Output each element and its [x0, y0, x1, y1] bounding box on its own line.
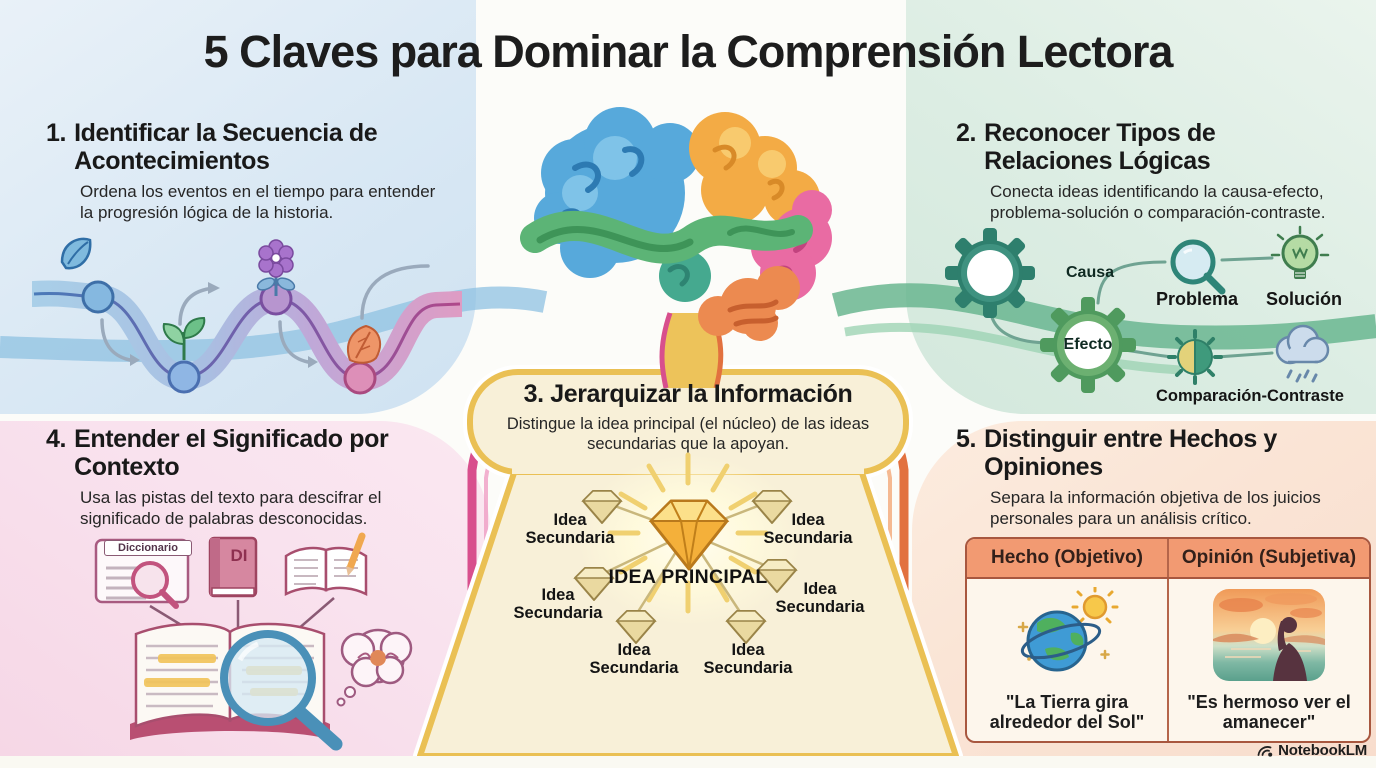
table-header-hecho: Hecho (Objetivo) [967, 539, 1169, 577]
gear-causa-icon [945, 228, 1035, 318]
section-facts: 5. Distinguir entre Hechos y Opiniones S… [956, 425, 1370, 529]
main-idea-label: IDEA PRINCIPAL [608, 566, 768, 588]
autumn-leaf-icon [347, 324, 382, 364]
leaf-icon [60, 237, 92, 270]
section-heading: Identificar la Secuencia de Acontecimien… [74, 119, 378, 175]
secondary-idea-label: Idea Secundaria [513, 586, 603, 623]
fact-example: "La Tierra gira alrededor del Sol" [989, 691, 1145, 732]
notebooklm-logo-icon [1257, 746, 1273, 757]
bottom-divider [0, 756, 1376, 768]
gear-causa-label: Causa [1065, 264, 1115, 281]
magnifier-icon [1170, 239, 1226, 295]
section-number: 4. [46, 425, 67, 453]
secondary-idea-label: Idea Secundaria [589, 641, 679, 678]
flower-icon [256, 239, 296, 296]
section-number: 3. [523, 380, 544, 408]
problema-label: Problema [1155, 289, 1239, 309]
comparacion-label: Comparación-Contraste [1156, 387, 1344, 405]
page-title: 5 Claves para Dominar la Comprensión Lec… [203, 26, 1174, 77]
secondary-idea-label: Idea Secundaria [775, 580, 865, 617]
gear-efecto-label: Efecto [1063, 336, 1113, 353]
solucion-label: Solución [1266, 289, 1342, 309]
diamond-icon [756, 559, 798, 593]
opinion-example: "Es hermoso ver el amanecer" [1187, 691, 1351, 732]
footer-brand: NotebookLM [1256, 742, 1367, 759]
section-hierarchy: 3. Jerarquizar la Información Distingue … [488, 380, 888, 455]
gear-efecto-icon [1040, 297, 1136, 393]
fact-opinion-table: Hecho (Objetivo) Opinión (Subjetiva) [965, 537, 1371, 743]
table-header-opinion: Opinión (Subjetiva) [1181, 547, 1357, 568]
table-body-row: "La Tierra gira alrededor del Sol" [967, 579, 1369, 741]
table-header-row: Hecho (Objetivo) Opinión (Subjetiva) [967, 539, 1369, 579]
timeline-path-icon [32, 237, 462, 395]
open-book-magnifier-icon [130, 622, 343, 751]
section-body: Conecta ideas identificando la causa-efe… [990, 182, 1326, 222]
section-logic: 2. Reconocer Tipos de Relaciones Lógicas… [956, 119, 1356, 223]
diamond-icon [751, 490, 793, 524]
open-book-pencil-icon [284, 532, 368, 597]
table-cell-hecho: "La Tierra gira alrededor del Sol" [967, 579, 1169, 741]
secondary-idea-label: Idea Secundaria [525, 511, 615, 548]
earth-orbit-icon [1017, 587, 1119, 672]
section-sequence: 1. Identificar la Secuencia de Acontecim… [46, 119, 435, 223]
diamond-icon [648, 499, 730, 571]
section-context: 4. Entender el Significado por Contexto … [46, 425, 456, 529]
rain-cloud-icon [1275, 324, 1330, 383]
section-number: 5. [956, 425, 977, 453]
section-body: Ordena los eventos en el tiempo para ent… [80, 182, 436, 222]
section-body: Usa las pistas del texto para descifrar … [80, 488, 382, 528]
secondary-idea-label: Idea Secundaria [703, 641, 793, 678]
diamond-icon [615, 610, 657, 644]
section-number: 1. [46, 119, 67, 147]
diamond-icon [573, 567, 615, 601]
dictionary-spine-label: DI [230, 546, 248, 565]
context-tools-diagram [94, 532, 413, 751]
table-cell-opinion: "Es hermoso ver el amanecer" [1169, 579, 1369, 741]
diamond-icon [725, 610, 767, 644]
section-body: Distingue la idea principal (el núcleo) … [506, 415, 870, 453]
dictionary-page-label: Diccionario [104, 540, 192, 556]
thought-bubble-icon [336, 628, 413, 707]
brain-illustration [520, 107, 832, 388]
section-heading: Distinguir entre Hechos y Opiniones [984, 425, 1277, 481]
sprout-icon [162, 316, 206, 360]
lightbulb-icon [1270, 225, 1330, 279]
section-number: 2. [956, 119, 977, 147]
secondary-idea-label: Idea Secundaria [763, 511, 853, 548]
section-heading: Entender el Significado por Contexto [74, 425, 389, 481]
contrast-sun-icon [1167, 329, 1223, 385]
section-heading: Reconocer Tipos de Relaciones Lógicas [984, 119, 1216, 175]
diamond-icon [581, 490, 623, 524]
section-heading: Jerarquizar la Información [550, 380, 853, 408]
dictionary-book-icon [208, 536, 258, 598]
sunrise-icon [1213, 589, 1325, 681]
section-body: Separa la información objetiva de los ju… [990, 488, 1321, 528]
logic-relations-diagram [945, 225, 1330, 393]
brand-name: NotebookLM [1278, 742, 1367, 759]
